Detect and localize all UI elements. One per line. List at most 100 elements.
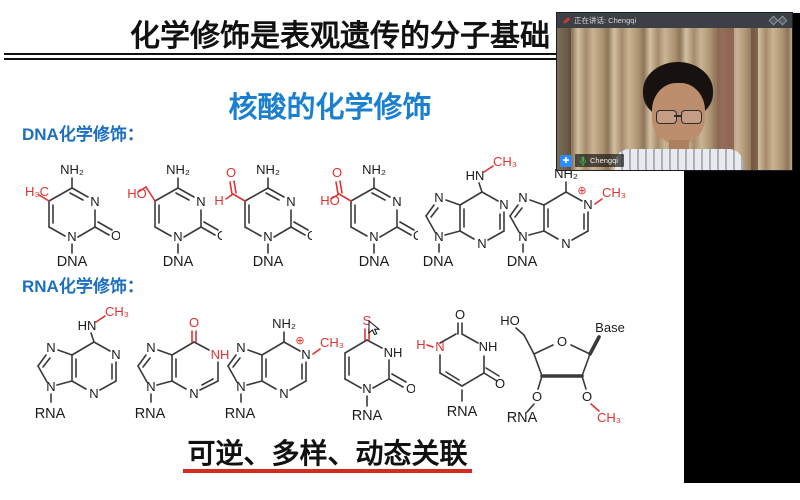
atom-label: O [111, 228, 120, 243]
molecule-n6-methyladenosine: N N N N HN CH₃ RNA [35, 304, 129, 422]
atom-label: NH [211, 347, 230, 362]
dna-anchor-label: DNA [163, 254, 194, 270]
plus-charge-label: ⊕ [577, 185, 586, 197]
amine-label: NH₂ [272, 316, 296, 331]
molecule-2-o-methyl-ribose: O HO Base O O RNA CH₃ [500, 313, 625, 424]
person-face [652, 83, 705, 143]
molecule-5-hydroxymethylcytosine: NH₂ N N O HO DNA [127, 162, 222, 270]
carbonyl-o-label: O [226, 165, 236, 180]
methyl-label: CH₃ [602, 185, 626, 200]
methyl-label: CH₃ [320, 335, 344, 350]
atom-label: O [582, 389, 592, 404]
molecule-4-thiouridine: S NH N O RNA [344, 313, 415, 424]
atom-label: N [499, 197, 508, 212]
recording-pin-icon [563, 17, 570, 24]
atom-label: N [146, 340, 155, 355]
atom-label: N [263, 229, 272, 244]
atom-label: N [286, 194, 295, 209]
carbonyl-o-label: O [332, 165, 342, 180]
atom-label: N [518, 190, 527, 205]
atom-label: N [434, 190, 443, 205]
atom-label: NH₂ [362, 162, 386, 177]
methyl-label: H₃C [25, 184, 49, 199]
rna-section-heading: RNA化学修饰： [22, 277, 144, 296]
participant-name: Chengqi [590, 156, 618, 165]
thio-s-label: S [363, 313, 372, 328]
atom-label: N [301, 347, 310, 362]
dna-section-heading: DNA化学修饰： [22, 125, 144, 144]
dna-anchor-label: DNA [507, 254, 538, 270]
methyl-label: CH₃ [493, 154, 517, 169]
amine-label: HN [466, 168, 485, 183]
rna-anchor-label: RNA [507, 410, 538, 424]
atom-label: N [362, 381, 371, 396]
title-divider [4, 53, 557, 60]
atom-label: N [90, 194, 99, 209]
methyl-label: CH₃ [105, 304, 129, 319]
mouse-cursor [368, 320, 381, 336]
atom-label: N [279, 386, 288, 401]
participant-name-tag: Chengqi [575, 154, 624, 167]
atom-label: N [518, 229, 527, 244]
formyl-h-label: H [214, 193, 223, 208]
atom-label: O [413, 228, 418, 243]
footer-red-underline [183, 469, 472, 473]
atom-label: NH₂ [60, 162, 84, 177]
atom-label: NH [384, 345, 403, 360]
eyeglasses-left-lens [656, 110, 677, 124]
atom-label: N [46, 340, 55, 355]
atom-label: N [561, 236, 570, 251]
atom-label: N [89, 386, 98, 401]
hydroxyl-label: HO [500, 313, 520, 328]
plus-charge-label: ⊕ [295, 335, 304, 347]
base-label: Base [595, 320, 625, 335]
video-feed: ✚ Chengqi [557, 28, 792, 170]
resize-icon[interactable] [777, 15, 788, 26]
molecule-5-methylcytosine: NH₂ N N O H₃C DNA [25, 162, 120, 270]
rna-anchor-label: RNA [225, 406, 256, 422]
atom-label: N [434, 229, 443, 244]
atom-label: N [173, 229, 182, 244]
atom-label: O [217, 228, 222, 243]
atom-label: N [369, 229, 378, 244]
curtain-fold [717, 28, 734, 170]
rna-anchor-label: RNA [352, 408, 383, 424]
carbonyl-o-label: O [495, 376, 505, 391]
atom-label: NH₂ [256, 162, 280, 177]
slide-title: 化学修饰是表观遗传的分子基础 [130, 20, 550, 53]
window-resize-icons[interactable] [768, 15, 788, 26]
molecule-pseudouridine: O NH O N H RNA [416, 307, 505, 420]
molecule-n1-methyladenosine: N N N N NH₂ ⊕ CH₃ RNA [225, 316, 344, 422]
atom-label: N [196, 194, 205, 209]
atom-label: N [583, 197, 592, 212]
video-header-bar[interactable]: 正在讲话: Chengqi [557, 13, 792, 28]
carboxyl-ho-label: HO [320, 193, 340, 208]
carbonyl-o-label: O [189, 315, 199, 330]
participant-video-window[interactable]: 正在讲话: Chengqi ✚ Chengqi [557, 13, 792, 170]
rna-anchor-label: RNA [135, 406, 166, 422]
molecule-inosine: N NH N N O RNA [135, 315, 230, 422]
pinned-badge-icon: ✚ [560, 154, 572, 167]
atom-label: NH₂ [166, 162, 190, 177]
slide-footer-text: 可逆、多样、动态关联 [187, 438, 468, 469]
atom-label: N [46, 379, 55, 394]
dna-anchor-label: DNA [253, 254, 284, 270]
amine-label: HN [78, 318, 97, 333]
eyeglasses-bridge [674, 115, 682, 117]
active-speaker-label: 正在讲话: Chengqi [574, 16, 637, 25]
molecule-5-formylcytosine: NH₂ N N O O H DNA [214, 162, 312, 270]
atom-label: N [146, 379, 155, 394]
atom-label: O [532, 389, 542, 404]
atom-label: N [189, 386, 198, 401]
molecule-n6-methyladenine: N N N N HN CH₃ DNA [423, 154, 517, 270]
atom-label: N [477, 236, 486, 251]
atom-label: O [307, 228, 312, 243]
dna-anchor-label: DNA [57, 254, 88, 270]
molecule-5-carboxylcytosine: NH₂ N N O O HO DNA [320, 162, 418, 270]
carbonyl-o-label: O [455, 307, 465, 322]
atom-label: N [236, 379, 245, 394]
atom-label: N [236, 340, 245, 355]
microphone-icon [579, 156, 587, 166]
atom-label: N [67, 229, 76, 244]
slide-subtitle: 核酸的化学修饰 [228, 92, 432, 124]
